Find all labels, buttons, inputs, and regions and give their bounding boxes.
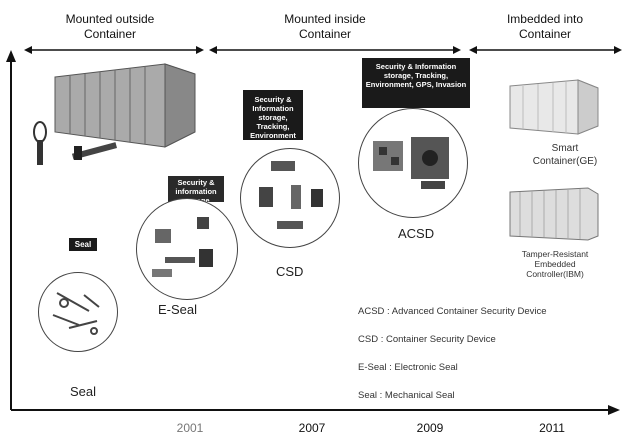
tamper-container-label: Tamper-Resistant Embedded Controller(IBM… xyxy=(521,249,589,279)
smart-container-image xyxy=(509,79,599,135)
acsd-label: ACSD xyxy=(398,226,435,241)
year-label: 2009 xyxy=(416,421,444,435)
legend-item: E-Seal : Electronic Seal xyxy=(358,362,458,373)
shipping-container-image xyxy=(54,63,196,148)
legend-item: CSD : Container Security Device xyxy=(358,334,496,345)
smart-container-label: Smart Container(GE) xyxy=(532,143,598,167)
header-outside: Mounted outside Container xyxy=(65,12,155,41)
header-imbedded: Imbedded into Container xyxy=(506,12,584,41)
acsd-items-image xyxy=(373,137,449,189)
padlock-seal-icon xyxy=(33,121,47,165)
year-label: 2007 xyxy=(298,421,326,435)
tamper-container-image xyxy=(509,187,599,241)
seal-items-image xyxy=(52,292,100,335)
bolt-seal-icon xyxy=(72,142,117,160)
acsd-tag: Security & Information storage, Tracking… xyxy=(362,58,470,108)
eseal-items-image xyxy=(152,217,213,277)
year-label: 2001 xyxy=(176,421,204,435)
year-label: 2011 xyxy=(539,421,565,435)
legend: ACSD : Advanced Container Security Devic… xyxy=(358,306,618,401)
legend-item: ACSD : Advanced Container Security Devic… xyxy=(358,306,547,317)
eseal-label: E-Seal xyxy=(158,302,198,317)
eseal-circle xyxy=(136,198,238,300)
acsd-circle xyxy=(358,108,468,218)
legend-item: Seal : Mechanical Seal xyxy=(358,390,455,401)
seal-tag: Seal xyxy=(69,238,97,251)
csd-circle xyxy=(240,148,340,248)
seal-circle xyxy=(38,272,118,352)
header-inside: Mounted inside Container xyxy=(284,12,366,41)
csd-items-image xyxy=(259,161,323,229)
seal-label: Seal xyxy=(70,384,97,399)
csd-tag: Security & Information storage, Tracking… xyxy=(243,90,303,140)
csd-label: CSD xyxy=(276,264,304,279)
